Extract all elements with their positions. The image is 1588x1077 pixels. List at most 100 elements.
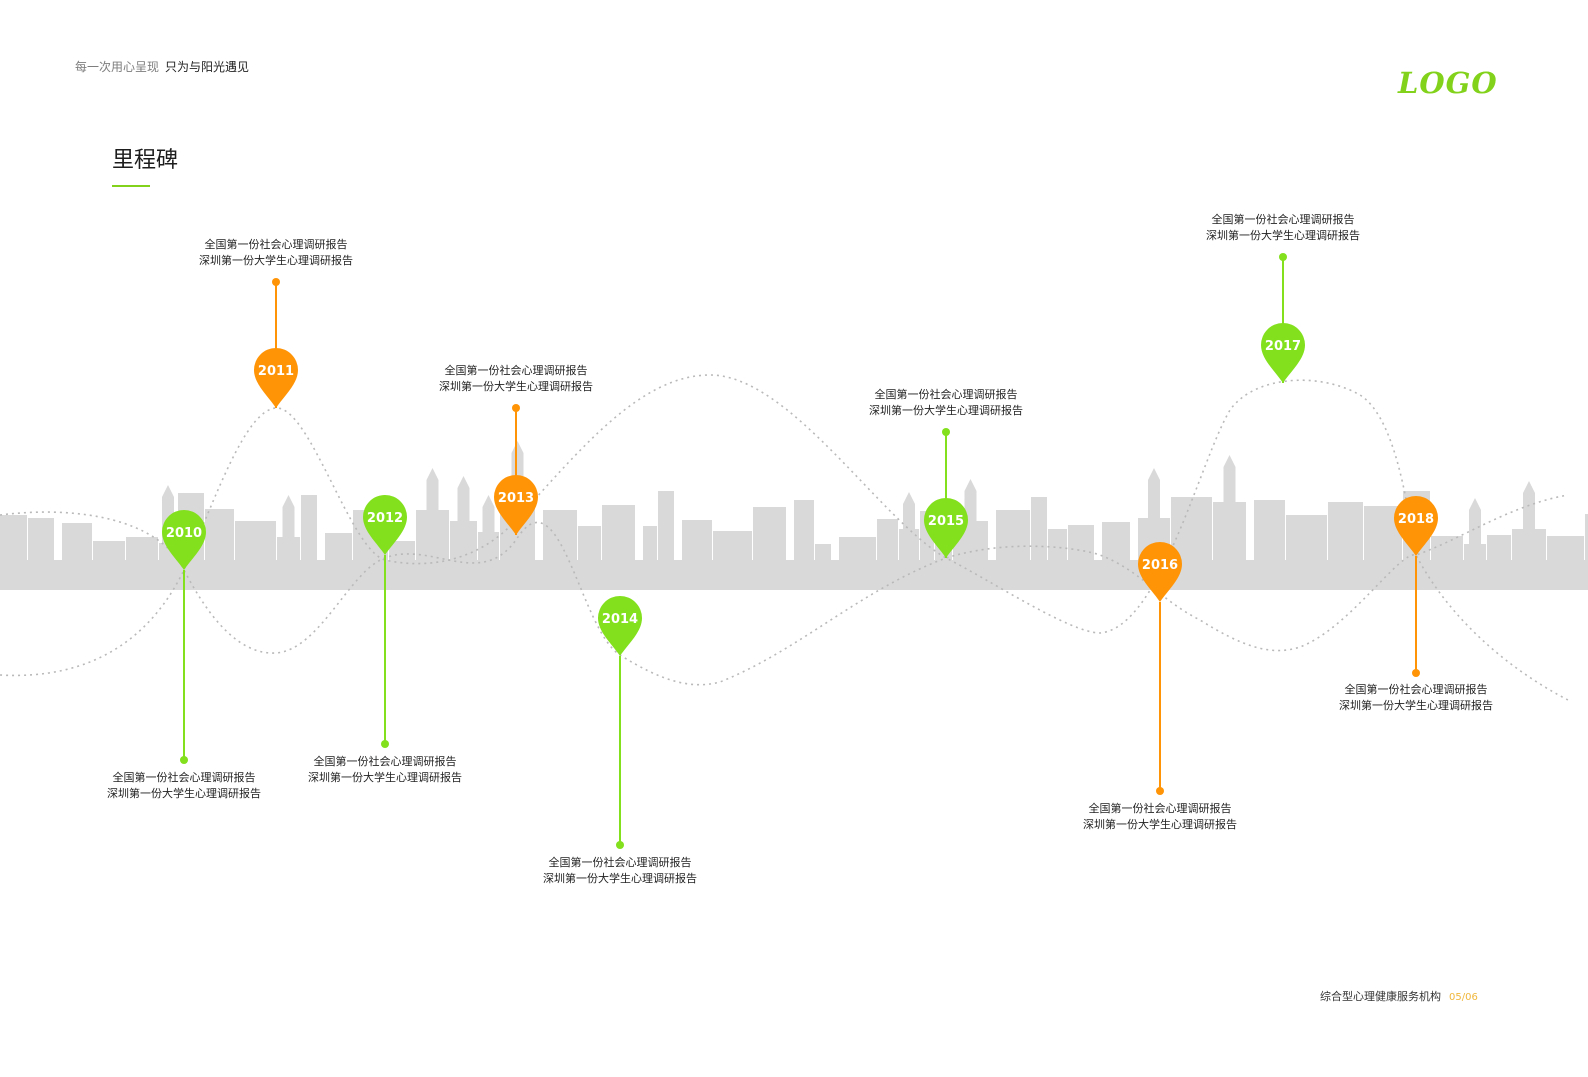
map-pin-icon bbox=[162, 510, 206, 570]
skyline-building bbox=[1102, 522, 1130, 567]
milestone-pin-2017[interactable]: 2017 bbox=[1261, 323, 1305, 383]
milestone-pin-2013[interactable]: 2013 bbox=[494, 475, 538, 535]
skyline-building bbox=[325, 533, 352, 567]
skyline-building bbox=[1547, 536, 1584, 567]
skyline-building bbox=[301, 495, 317, 567]
milestone-label-2013: 全国第一份社会心理调研报告深圳第一份大学生心理调研报告 bbox=[396, 363, 636, 395]
milestone-line1: 全国第一份社会心理调研报告 bbox=[444, 364, 588, 377]
skyline-spire bbox=[426, 468, 439, 480]
milestone-year: 2011 bbox=[258, 364, 294, 379]
skyline-tower bbox=[1469, 510, 1481, 565]
milestone-line2: 深圳第一份大学生心理调研报告 bbox=[869, 404, 1023, 417]
slogan-bold: 只为与阳光遇见 bbox=[165, 60, 250, 74]
slogan: 每一次用心呈现只为与阳光遇见 bbox=[75, 58, 249, 75]
skyline-building bbox=[839, 537, 876, 567]
map-pin-icon bbox=[598, 596, 642, 656]
skyline-building bbox=[643, 526, 657, 567]
milestone-dot bbox=[272, 278, 280, 286]
skyline-tower bbox=[282, 507, 295, 565]
skyline-building bbox=[1048, 529, 1067, 567]
skyline-building bbox=[658, 491, 674, 567]
skyline-building bbox=[543, 510, 577, 567]
skyline-spire bbox=[1223, 455, 1236, 467]
skyline-tower bbox=[482, 507, 495, 565]
skyline-building bbox=[1431, 536, 1463, 567]
milestone-dot bbox=[1412, 669, 1420, 677]
milestone-year: 2012 bbox=[367, 511, 403, 526]
milestone-line2: 深圳第一份大学生心理调研报告 bbox=[107, 787, 261, 800]
skyline-tower bbox=[426, 480, 439, 565]
skyline-spire bbox=[1523, 481, 1535, 493]
page-number: 05/06 bbox=[1449, 992, 1478, 1003]
milestone-label-2014: 全国第一份社会心理调研报告深圳第一份大学生心理调研报告 bbox=[500, 855, 740, 887]
milestone-line1: 全国第一份社会心理调研报告 bbox=[313, 755, 457, 768]
map-pin-icon bbox=[363, 495, 407, 555]
skyline-building bbox=[1487, 535, 1511, 567]
milestone-line2: 深圳第一份大学生心理调研报告 bbox=[1206, 229, 1360, 242]
milestone-line2: 深圳第一份大学生心理调研报告 bbox=[308, 771, 462, 784]
milestone-dot bbox=[1279, 253, 1287, 261]
skyline-building bbox=[1286, 515, 1327, 567]
milestone-year: 2013 bbox=[498, 491, 534, 506]
milestone-pin-2018[interactable]: 2018 bbox=[1394, 496, 1438, 556]
map-pin-icon bbox=[1138, 542, 1182, 602]
skyline-spire bbox=[903, 492, 915, 504]
milestone-year: 2015 bbox=[928, 514, 964, 529]
milestone-pin-2012[interactable]: 2012 bbox=[363, 495, 407, 555]
logo: LOGO bbox=[1398, 66, 1498, 100]
skyline-tower bbox=[1523, 493, 1535, 565]
milestone-line2: 深圳第一份大学生心理调研报告 bbox=[1339, 699, 1493, 712]
milestone-line2: 深圳第一份大学生心理调研报告 bbox=[543, 872, 697, 885]
map-pin-icon bbox=[1394, 496, 1438, 556]
milestone-pin-2010[interactable]: 2010 bbox=[162, 510, 206, 570]
milestone-label-2011: 全国第一份社会心理调研报告深圳第一份大学生心理调研报告 bbox=[156, 237, 396, 269]
milestone-dot bbox=[1156, 787, 1164, 795]
milestone-label-2012: 全国第一份社会心理调研报告深圳第一份大学生心理调研报告 bbox=[265, 754, 505, 786]
milestone-line1: 全国第一份社会心理调研报告 bbox=[204, 238, 348, 251]
skyline-building bbox=[877, 519, 898, 567]
skyline-building bbox=[1585, 514, 1588, 567]
milestone-pin-2011[interactable]: 2011 bbox=[254, 348, 298, 408]
map-pin-icon bbox=[1261, 323, 1305, 383]
skyline-building bbox=[62, 523, 92, 567]
milestone-year: 2018 bbox=[1398, 512, 1434, 527]
skyline-building bbox=[602, 505, 635, 567]
milestone-label-2015: 全国第一份社会心理调研报告深圳第一份大学生心理调研报告 bbox=[826, 387, 1066, 419]
milestone-dot bbox=[512, 404, 520, 412]
skyline-building bbox=[713, 531, 752, 567]
skyline-building bbox=[28, 518, 54, 567]
skyline-building bbox=[1068, 525, 1094, 567]
skyline-spire bbox=[282, 495, 295, 507]
skyline-spire bbox=[1148, 468, 1160, 480]
milestone-line2: 深圳第一份大学生心理调研报告 bbox=[1083, 818, 1237, 831]
skyline-spire bbox=[1469, 498, 1481, 510]
skyline-building bbox=[1254, 500, 1285, 567]
milestone-dot bbox=[180, 756, 188, 764]
skyline-building bbox=[753, 507, 786, 567]
milestone-line1: 全国第一份社会心理调研报告 bbox=[1088, 802, 1232, 815]
page-title: 里程碑 bbox=[112, 148, 179, 173]
milestone-year: 2017 bbox=[1265, 339, 1301, 354]
milestone-line1: 全国第一份社会心理调研报告 bbox=[112, 771, 256, 784]
wave-path-a bbox=[0, 374, 1569, 701]
skyline-building bbox=[235, 521, 276, 567]
map-pin-icon bbox=[254, 348, 298, 408]
milestone-line2: 深圳第一份大学生心理调研报告 bbox=[199, 254, 353, 267]
city-skyline-silhouette bbox=[0, 441, 1588, 590]
skyline-building bbox=[1031, 497, 1047, 567]
skyline-tower bbox=[964, 491, 977, 565]
milestone-pin-2016[interactable]: 2016 bbox=[1138, 542, 1182, 602]
milestone-pin-2015[interactable]: 2015 bbox=[924, 498, 968, 558]
milestone-pin-2014[interactable]: 2014 bbox=[598, 596, 642, 656]
milestone-label-2017: 全国第一份社会心理调研报告深圳第一份大学生心理调研报告 bbox=[1163, 212, 1403, 244]
skyline-spire bbox=[964, 479, 977, 491]
map-pin-icon bbox=[494, 475, 538, 535]
skyline-spire bbox=[162, 485, 174, 497]
skyline-building bbox=[996, 510, 1030, 567]
milestone-dot bbox=[616, 841, 624, 849]
skyline-building bbox=[93, 541, 125, 567]
skyline-building bbox=[794, 500, 814, 567]
slogan-light: 每一次用心呈现 bbox=[75, 60, 160, 74]
milestone-line2: 深圳第一份大学生心理调研报告 bbox=[439, 380, 593, 393]
